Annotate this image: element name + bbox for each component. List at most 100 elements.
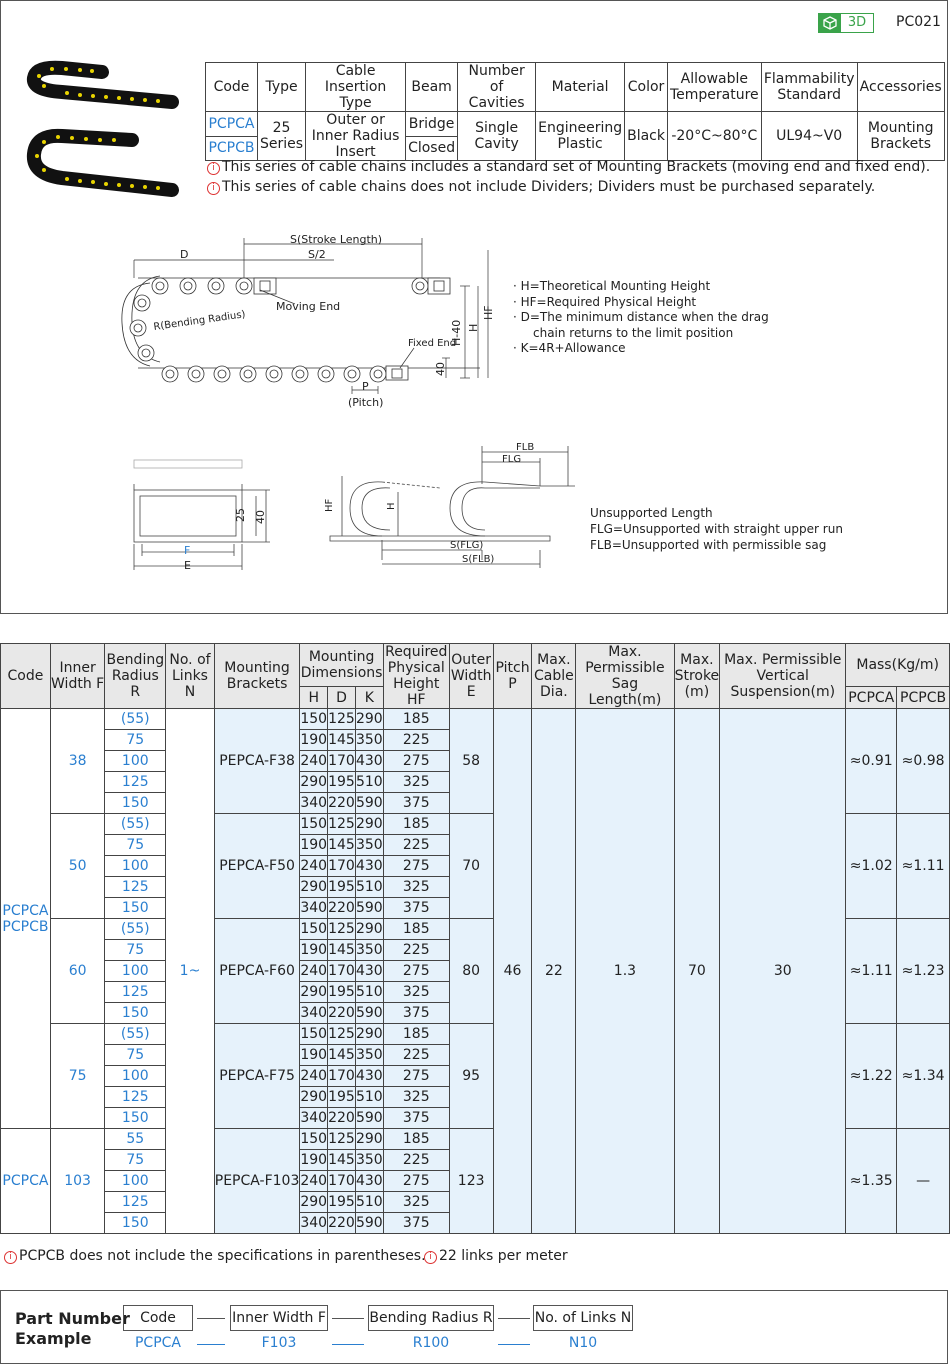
bending-radius-cell[interactable]: 100 bbox=[104, 960, 167, 982]
info-icon: i bbox=[207, 182, 220, 195]
mount-d-cell: 145 bbox=[327, 1044, 356, 1066]
th-mass-pcpcb: PCPCB bbox=[896, 686, 950, 709]
bending-radius-cell[interactable]: (55) bbox=[104, 708, 167, 730]
mount-h-cell: 340 bbox=[299, 1212, 329, 1234]
bending-radius-cell[interactable]: 150 bbox=[104, 1212, 167, 1234]
3d-model-button[interactable]: 3D bbox=[818, 13, 874, 33]
bending-radius-cell[interactable]: 100 bbox=[104, 1170, 167, 1192]
bending-radius-cell[interactable]: 150 bbox=[104, 1107, 167, 1129]
pn-separator bbox=[197, 1318, 225, 1319]
mount-k-cell: 590 bbox=[354, 897, 384, 919]
bending-radius-cell[interactable]: (55) bbox=[104, 918, 167, 940]
bending-radius-cell[interactable]: (55) bbox=[104, 1023, 167, 1045]
mount-d-cell: 170 bbox=[327, 855, 356, 877]
bending-radius-cell[interactable]: 55 bbox=[104, 1128, 167, 1150]
bending-radius-cell[interactable]: 125 bbox=[104, 771, 167, 793]
pn-label-bending-radius: Bending Radius R bbox=[368, 1305, 494, 1331]
code-cell-pcpca[interactable]: PCPCA bbox=[0, 1128, 51, 1234]
spec-code-pcpca[interactable]: PCPCA bbox=[205, 111, 258, 137]
bending-radius-cell[interactable]: 125 bbox=[104, 1086, 167, 1108]
th-pitch: Pitch P bbox=[492, 643, 533, 709]
mass-pcpcb-cell: ≈1.23 bbox=[896, 918, 950, 1024]
required-height-cell: 275 bbox=[382, 1065, 450, 1087]
mount-d-cell: 195 bbox=[327, 1086, 356, 1108]
mount-h-cell: 190 bbox=[299, 939, 329, 961]
bending-radius-cell[interactable]: 75 bbox=[104, 1149, 167, 1171]
d2-label-flb: FLB bbox=[516, 442, 534, 453]
required-height-cell: 275 bbox=[382, 1170, 450, 1192]
mount-d-cell: 170 bbox=[327, 1065, 356, 1087]
diagram2-legend: Unsupported Length FLG=Unsupported with … bbox=[590, 505, 843, 553]
bending-radius-cell[interactable]: 150 bbox=[104, 792, 167, 814]
part-number-title-line2: Example bbox=[15, 1329, 92, 1348]
bending-radius-cell[interactable]: 125 bbox=[104, 876, 167, 898]
spec-header-color: Color bbox=[624, 62, 668, 112]
pn-value-links: N10 bbox=[568, 1335, 598, 1351]
mount-h-cell: 190 bbox=[299, 834, 329, 856]
outer-width-cell: 80 bbox=[448, 918, 494, 1024]
mount-h-cell: 190 bbox=[299, 1044, 329, 1066]
outer-width-cell: 95 bbox=[448, 1023, 494, 1129]
d1-label-stroke: S(Stroke Length) bbox=[290, 233, 382, 246]
th-vertical: Max. Permissible Vertical Suspension(m) bbox=[719, 643, 847, 709]
th-sag: Max. Permissible Sag Length(m) bbox=[575, 643, 675, 709]
bending-radius-cell[interactable]: 150 bbox=[104, 1002, 167, 1024]
legend1-item: · HF=Required Physical Height bbox=[513, 294, 697, 309]
bending-radius-cell[interactable]: 75 bbox=[104, 1044, 167, 1066]
mount-h-cell: 340 bbox=[299, 897, 329, 919]
required-height-cell: 185 bbox=[382, 813, 450, 835]
th-outer-width: Outer Width E bbox=[448, 643, 494, 709]
code-pcpcb[interactable]: PCPCB bbox=[2, 918, 49, 935]
bending-radius-cell[interactable]: 100 bbox=[104, 1065, 167, 1087]
mount-k-cell: 430 bbox=[354, 1065, 384, 1087]
spec-cavities: Single Cavity bbox=[457, 111, 537, 161]
mount-h-cell: 150 bbox=[299, 918, 329, 940]
spec-header-code: Code bbox=[205, 62, 258, 112]
inner-width-cell: 50 bbox=[49, 813, 106, 919]
bending-radius-cell[interactable]: 150 bbox=[104, 897, 167, 919]
mount-d-cell: 220 bbox=[327, 1002, 356, 1024]
chain-dimension-diagram: D S(Stroke Length) S/2 Moving End R(Bend… bbox=[121, 233, 495, 409]
required-height-cell: 225 bbox=[382, 1044, 450, 1066]
mount-d-cell: 170 bbox=[327, 750, 356, 772]
inner-width-cell: 60 bbox=[49, 918, 106, 1024]
mount-h-cell: 340 bbox=[299, 792, 329, 814]
mount-h-cell: 290 bbox=[299, 981, 329, 1003]
mount-h-cell: 150 bbox=[299, 708, 329, 730]
spec-header-accessories: Accessories bbox=[856, 62, 945, 112]
bending-radius-cell[interactable]: 75 bbox=[104, 729, 167, 751]
bending-radius-cell[interactable]: 75 bbox=[104, 834, 167, 856]
mass-pcpcb-cell: ≈1.34 bbox=[896, 1023, 950, 1129]
bending-radius-cell[interactable]: 75 bbox=[104, 939, 167, 961]
d1-label-40: 40 bbox=[434, 362, 447, 376]
bending-radius-cell[interactable]: 100 bbox=[104, 750, 167, 772]
bending-radius-cell[interactable]: 125 bbox=[104, 1191, 167, 1213]
cube-icon bbox=[819, 14, 841, 32]
mount-k-cell: 590 bbox=[354, 792, 384, 814]
note-text: This series of cable chains includes a s… bbox=[222, 159, 931, 175]
pitch-cell: 46 bbox=[492, 708, 533, 1234]
d1-label-moving-end: Moving End bbox=[276, 300, 340, 313]
mount-d-cell: 170 bbox=[327, 1170, 356, 1192]
mount-d-cell: 220 bbox=[327, 1212, 356, 1234]
bending-radius-cell[interactable]: 125 bbox=[104, 981, 167, 1003]
code-pcpca[interactable]: PCPCA bbox=[2, 902, 49, 919]
mounting-bracket-cell: PEPCA-F50 bbox=[213, 813, 301, 919]
mount-d-cell: 125 bbox=[327, 708, 356, 730]
spec-code-pcpcb[interactable]: PCPCB bbox=[205, 135, 258, 161]
d1-label-d: D bbox=[180, 248, 188, 261]
mount-k-cell: 350 bbox=[354, 1149, 384, 1171]
bending-radius-cell[interactable]: 100 bbox=[104, 855, 167, 877]
pn-separator bbox=[498, 1318, 530, 1319]
bending-radius-cell[interactable]: (55) bbox=[104, 813, 167, 835]
legend2-item: FLG=Unsupported with straight upper run bbox=[590, 522, 843, 536]
diagram1-legend: · H=Theoretical Mounting Height · HF=Req… bbox=[513, 279, 769, 357]
dimensions-table: Code Inner Width F Bending Radius R No. … bbox=[0, 642, 950, 1234]
mount-h-cell: 190 bbox=[299, 1149, 329, 1171]
mount-d-cell: 220 bbox=[327, 897, 356, 919]
